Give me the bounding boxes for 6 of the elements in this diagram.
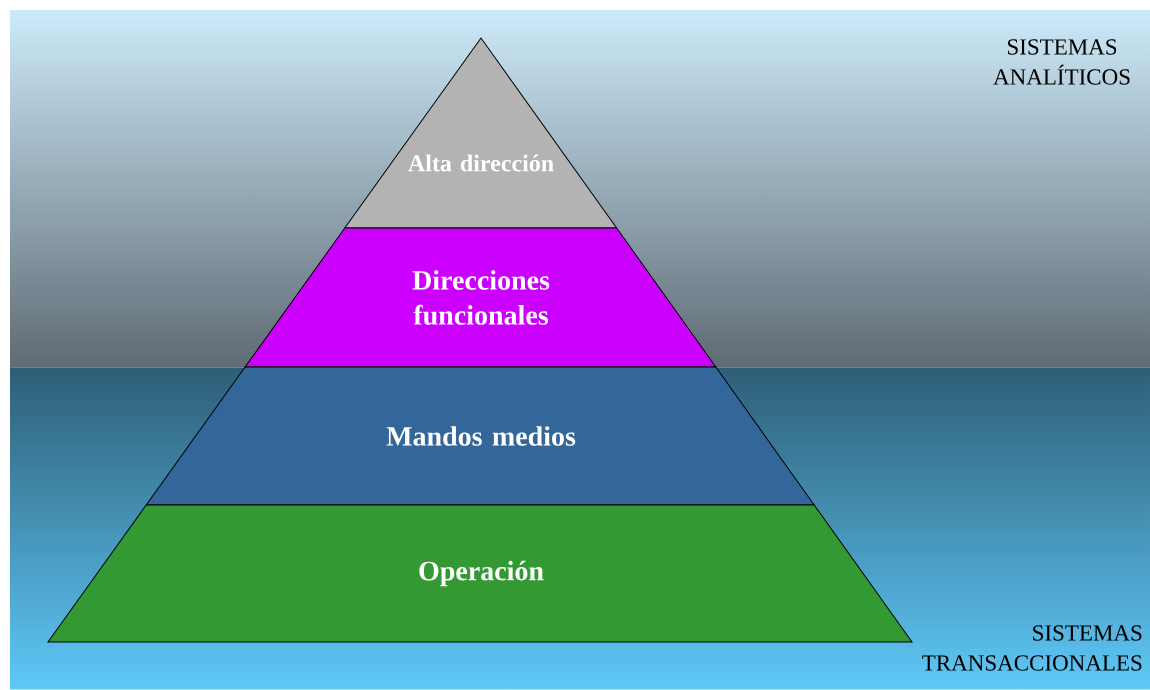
side-label: SISTEMAS ANALÍTICOS [993,39,1130,85]
pyramid-level: Alta dirección [344,37,618,229]
pyramid-level: Operación [47,504,913,643]
side-label: SISTEMAS TRANSACCIONALES [922,625,1142,671]
pyramid-level: Direcciones funcionales [244,227,717,368]
pyramid-level: Mandos medios [145,366,815,506]
